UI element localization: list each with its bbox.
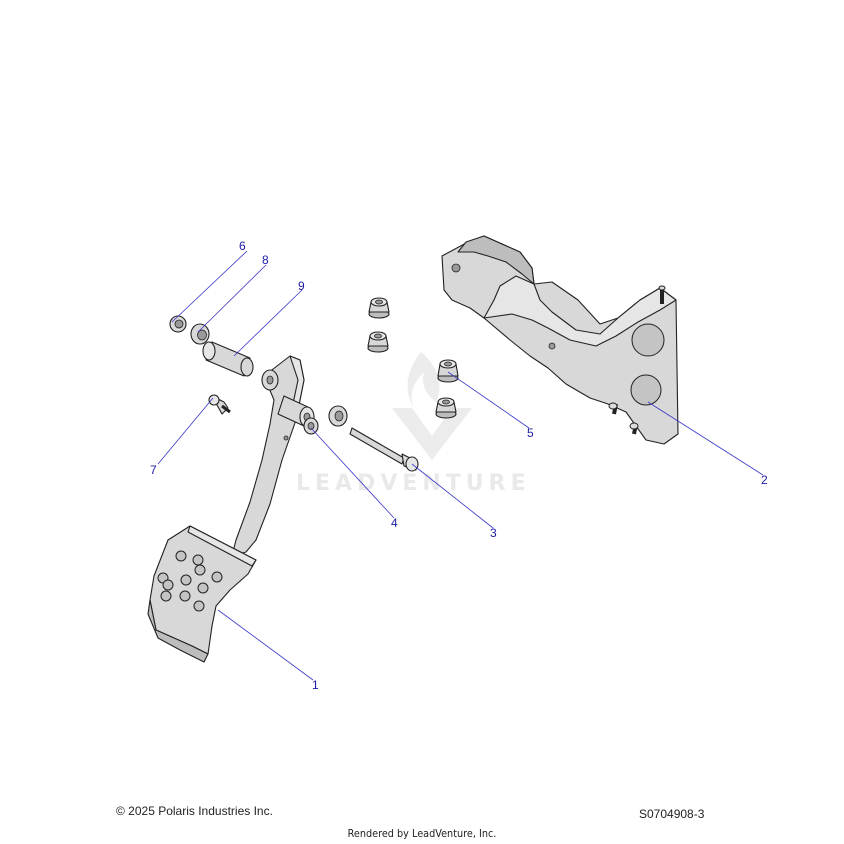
bracket-bottom-hole xyxy=(630,374,662,406)
part-1-pedal xyxy=(147,355,315,663)
callout-4: 4 xyxy=(391,516,398,530)
copyright-text: © 2025 Polaris Industries Inc. xyxy=(116,804,273,818)
flange-nut xyxy=(368,297,390,319)
bracket-stud-mid xyxy=(608,402,618,415)
part-4-nut xyxy=(303,417,319,435)
diagram-id: S0704908-3 xyxy=(639,807,705,821)
flange-nut xyxy=(367,331,389,353)
callout-3: 3 xyxy=(490,526,497,540)
part-7-bolt xyxy=(208,394,231,415)
watermark-text: LEADVENTURE xyxy=(296,471,531,496)
callout-7: 7 xyxy=(150,463,157,477)
part-6-nut xyxy=(169,315,187,333)
pedal-grip-holes xyxy=(157,550,223,612)
flange-nut xyxy=(437,359,459,383)
rendered-by-text: Rendered by LeadVenture, Inc. xyxy=(347,827,497,840)
callout-6: 6 xyxy=(239,239,246,253)
leader-lines xyxy=(157,250,764,681)
bracket-top-hole xyxy=(631,323,665,357)
flange-nut xyxy=(435,397,457,419)
watermark-v-icon xyxy=(392,408,472,460)
callout-1: 1 xyxy=(312,678,319,692)
callout-5: 5 xyxy=(527,426,534,440)
leadventure-watermark: LEADVENTURE xyxy=(296,352,531,496)
part-8-washer xyxy=(190,323,210,345)
callout-9: 9 xyxy=(298,279,305,293)
callout-2: 2 xyxy=(761,473,768,487)
watermark-flame-icon xyxy=(407,352,440,408)
part-5-flange-nuts xyxy=(367,297,459,419)
part-9-sleeve xyxy=(202,341,254,377)
bracket-stud-bottom xyxy=(629,422,639,435)
bracket-slot-hole xyxy=(451,263,461,273)
part-2-mounting-bracket xyxy=(441,235,679,445)
bracket-stud-top xyxy=(658,285,666,304)
pedal-washer xyxy=(328,405,348,427)
callout-8: 8 xyxy=(262,253,269,267)
callout-numbers: 1 2 3 4 5 6 7 8 9 xyxy=(150,239,768,692)
part-3-bolt xyxy=(349,427,419,472)
